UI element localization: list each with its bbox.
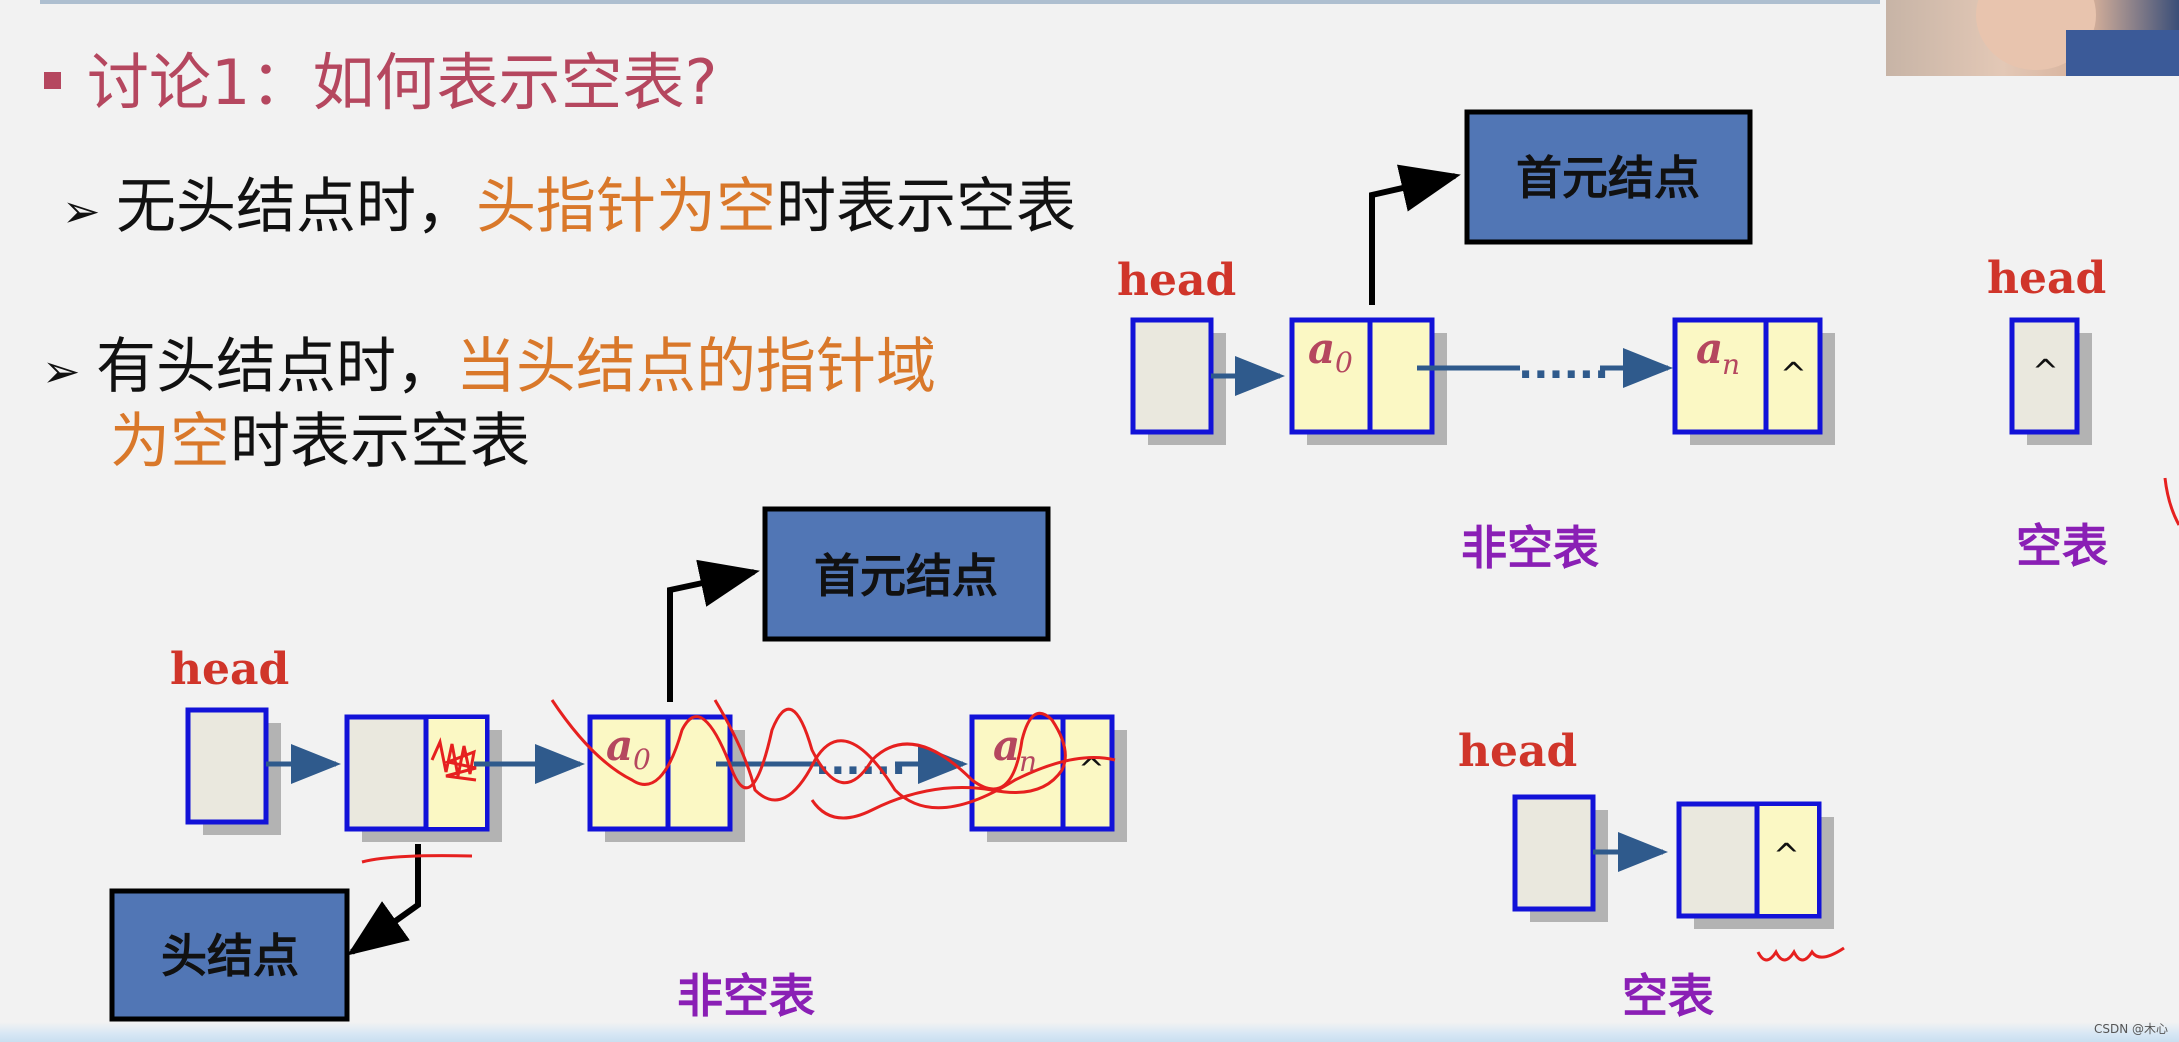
- bullet1-tail: 时表示空表: [776, 172, 1076, 242]
- head-label-bottom: head: [170, 644, 289, 695]
- null-pointer: ^: [1780, 355, 1807, 393]
- a0-subscript: 0: [1335, 346, 1353, 379]
- top-rule: [40, 0, 1880, 4]
- null-pointer: ^: [1078, 750, 1105, 788]
- head-node-pointer-arrow: [347, 844, 421, 956]
- a0-label: a: [606, 721, 633, 770]
- bullet-arrow-icon: ➢: [42, 344, 81, 398]
- head-node: [344, 714, 502, 842]
- node-an-bottom: a n ^: [969, 714, 1127, 842]
- null-pointer: ^: [2032, 352, 2059, 390]
- head-node-label: 头结点: [161, 929, 299, 983]
- bottom-decoration: [0, 1022, 2179, 1042]
- non-empty-caption-bottom: 非空表: [677, 969, 815, 1023]
- head-pointer-box-bottom: [185, 707, 281, 835]
- first-node-pointer-arrow: [667, 559, 760, 702]
- ellipsis-dots: ......: [1518, 342, 1609, 388]
- slide-title: 讨论1：如何表示空表?: [44, 52, 717, 114]
- first-node-callout-top: 首元结点: [1464, 109, 1753, 245]
- first-node-label: 首元结点: [1516, 151, 1700, 205]
- bullet2-highlight-b: 为空: [110, 407, 230, 477]
- node-a0: a 0: [1289, 317, 1447, 445]
- slide-title-text: 讨论1：如何表示空表?: [87, 46, 718, 119]
- a0-label: a: [1308, 324, 1335, 373]
- bullet-arrow-icon: ➢: [62, 184, 101, 238]
- head-pointer-null-box: ^: [2009, 317, 2092, 445]
- an-label: a: [1696, 324, 1723, 373]
- null-pointer: ^: [1773, 836, 1800, 874]
- bullet-no-head-node: ➢ 无头结点时，头指针为空时表示空表: [62, 170, 1076, 245]
- node-an: a n ^: [1672, 317, 1835, 445]
- presenter-webcam: [1886, 0, 2179, 76]
- non-empty-caption-top: 非空表: [1461, 521, 1599, 575]
- bullet1-text: 无头结点时，: [116, 172, 476, 242]
- presenter-shirt: [2066, 30, 2179, 76]
- empty-caption-bottom: 空表: [1622, 969, 1714, 1023]
- node-a0-bottom: a 0: [587, 714, 745, 842]
- watermark: CSDN @木心: [2094, 1022, 2169, 1036]
- head-pointer-box-empty: [1512, 794, 1608, 922]
- bullet1-highlight: 头指针为空: [476, 172, 776, 242]
- bullet2-text: 有头结点时，: [96, 332, 456, 402]
- first-node-label: 首元结点: [814, 549, 998, 603]
- head-node-callout: 头结点: [109, 888, 350, 1022]
- an-subscript: n: [1722, 348, 1740, 381]
- head-label-top: head: [1117, 255, 1236, 306]
- head-label-empty-top: head: [1987, 253, 2106, 304]
- title-bullet-square: [44, 72, 61, 90]
- first-node-callout-bottom: 首元结点: [762, 506, 1051, 642]
- head-label-empty-bottom: head: [1458, 726, 1577, 777]
- head-node-empty: ^: [1676, 801, 1834, 929]
- an-subscript: n: [1019, 745, 1037, 778]
- empty-caption-top: 空表: [2016, 519, 2108, 573]
- bullet2-tail: 时表示空表: [230, 407, 530, 477]
- bullet-with-head-node: ➢ 有头结点时，当头结点的指针域: [42, 330, 936, 405]
- an-label: a: [993, 721, 1020, 770]
- annotation-stroke: [2163, 477, 2179, 526]
- annotation-underline: [1756, 946, 1845, 962]
- a0-subscript: 0: [633, 743, 651, 776]
- bullet2-highlight-a: 当头结点的指针域: [456, 332, 936, 402]
- first-node-pointer-arrow: [1369, 164, 1461, 305]
- bullet-with-head-node-line2: 为空时表示空表: [110, 405, 530, 480]
- head-pointer-box: [1130, 317, 1226, 445]
- annotation-scribbles: [361, 699, 1116, 864]
